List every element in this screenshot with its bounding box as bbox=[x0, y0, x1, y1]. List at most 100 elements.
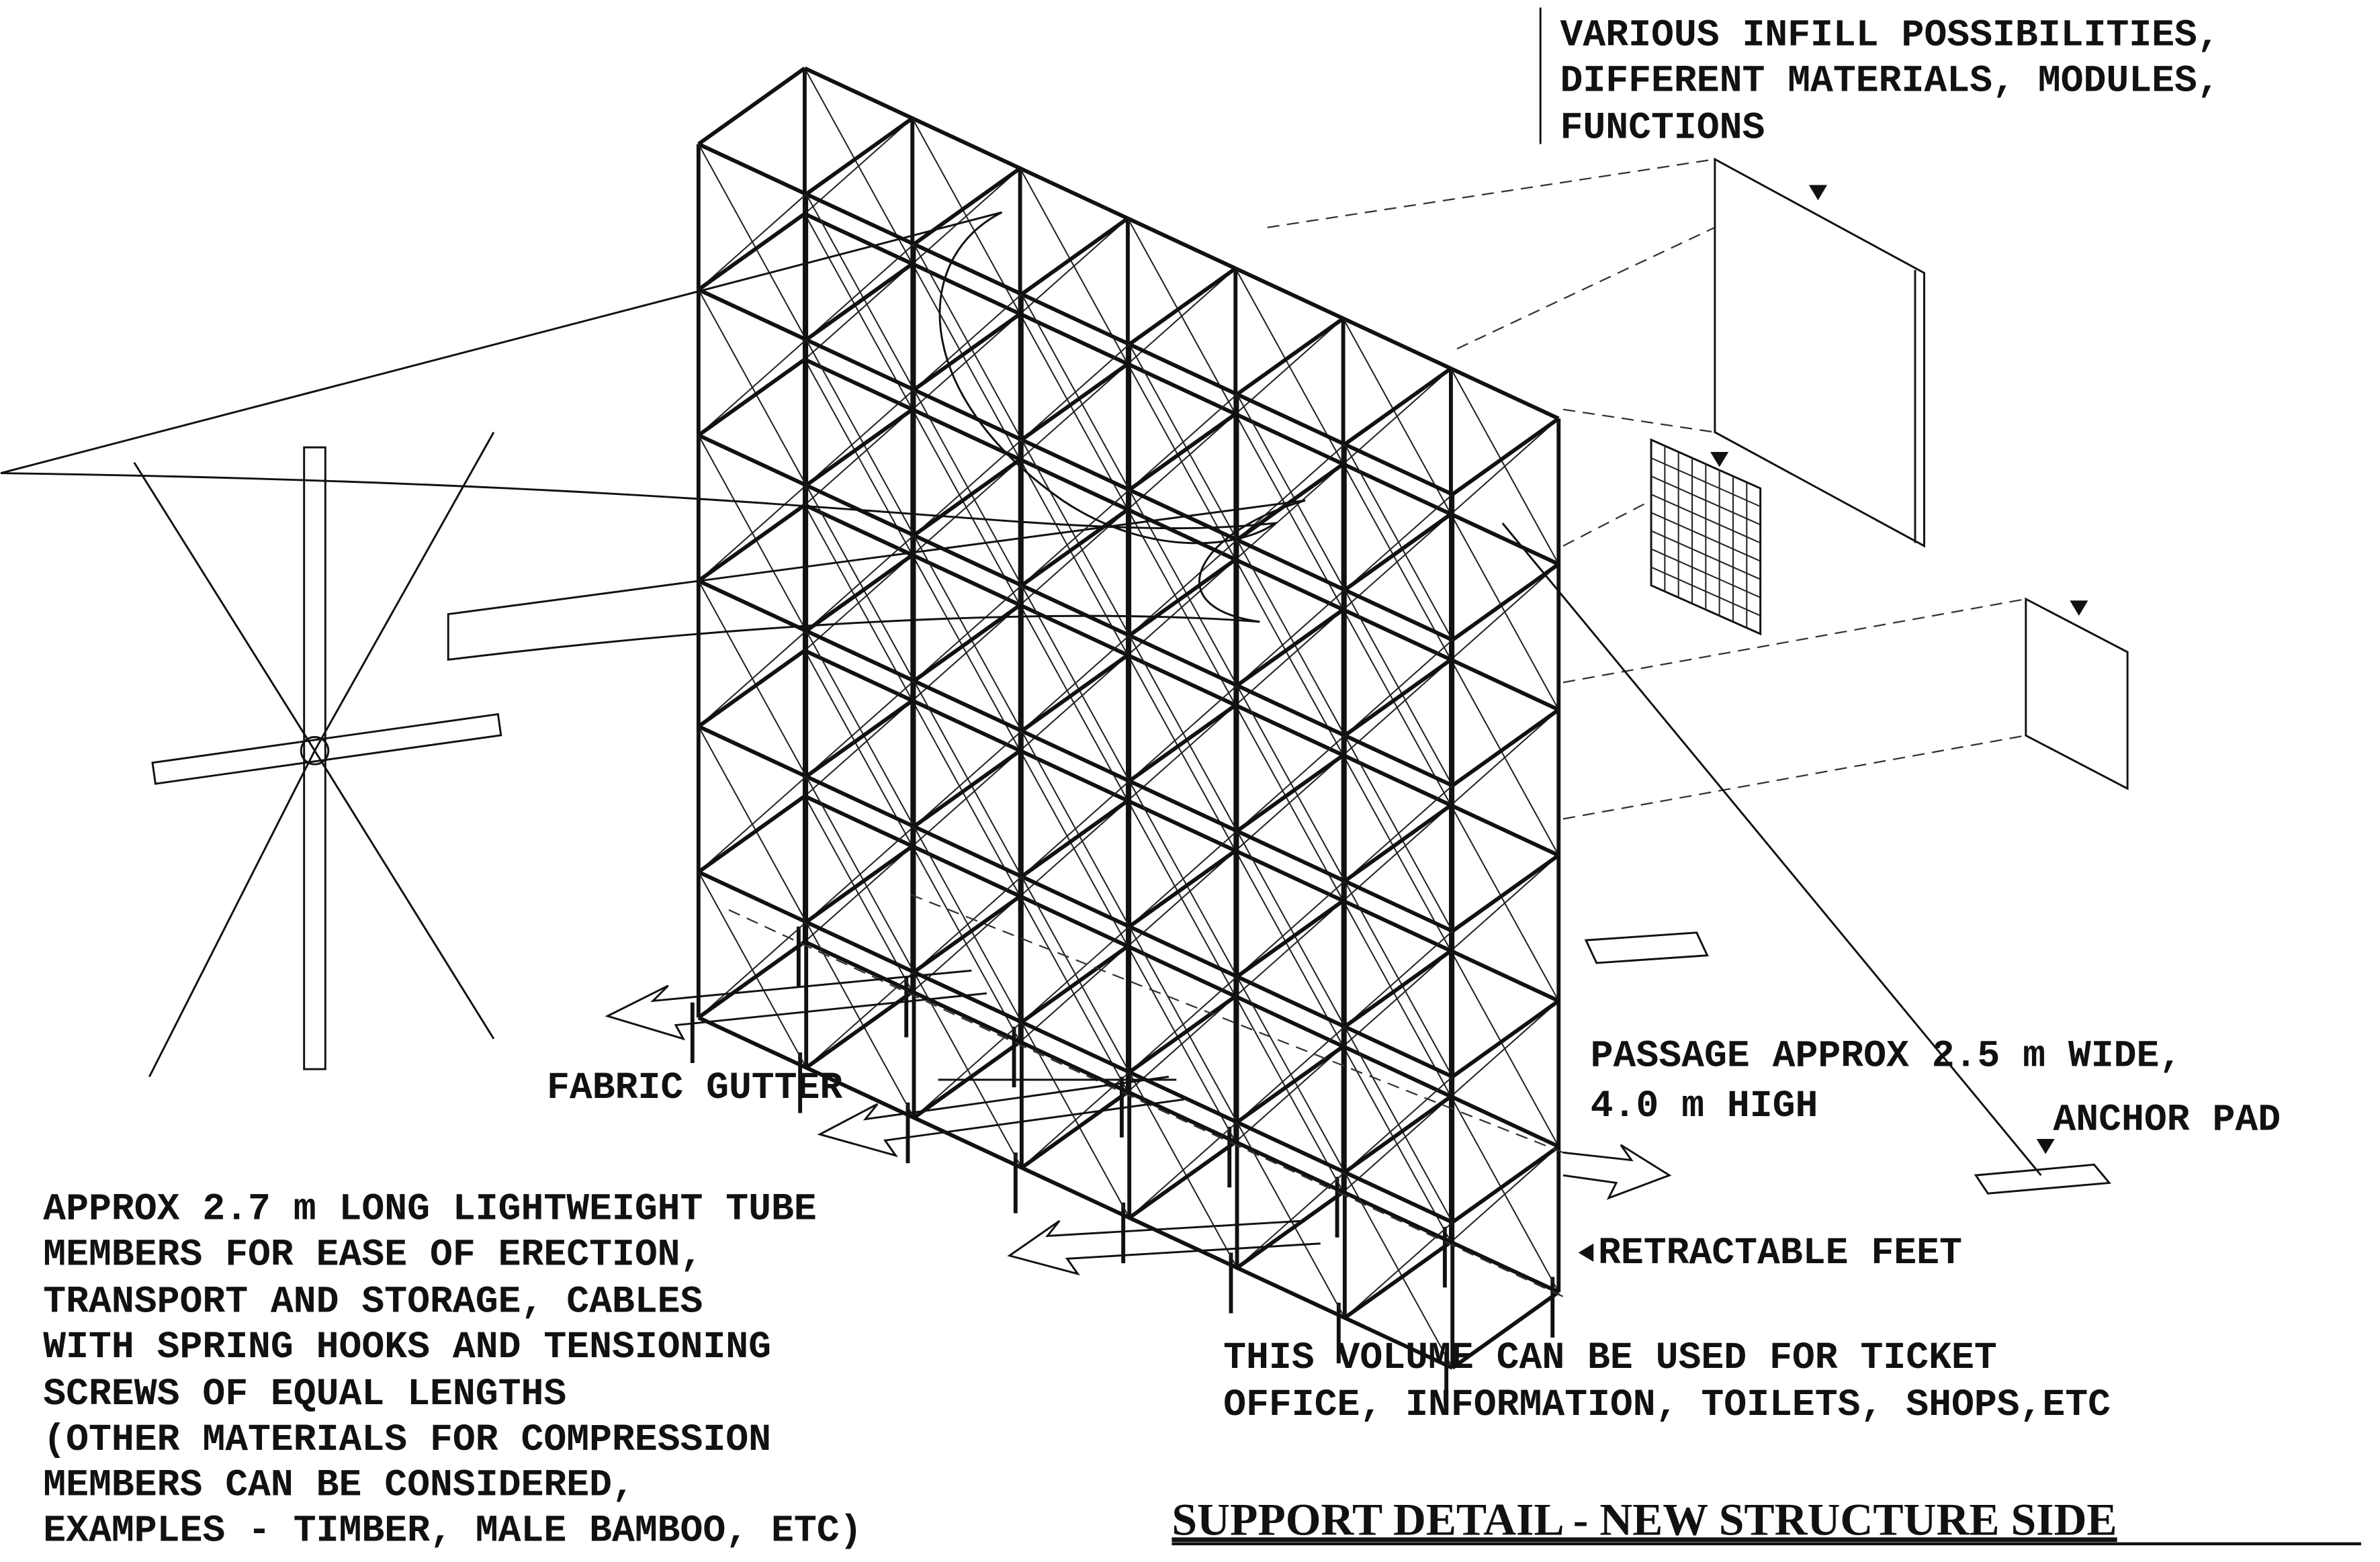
cross-tube bbox=[1128, 703, 1237, 783]
cross-tube bbox=[1235, 608, 1345, 688]
cross-tube bbox=[912, 457, 1022, 537]
cable-brace bbox=[1344, 1222, 1453, 1319]
projection-lines bbox=[728, 158, 2026, 1297]
cable-brace bbox=[1129, 394, 1238, 491]
cable-brace bbox=[912, 459, 1021, 556]
cross-tube bbox=[1235, 753, 1345, 833]
cross-tube bbox=[805, 408, 914, 488]
note-line: (OTHER MATERIALS FOR COMPRESSION bbox=[43, 1418, 771, 1461]
cable-brace bbox=[1235, 754, 1344, 852]
cable-brace bbox=[1021, 780, 1130, 878]
cable-brace bbox=[1450, 1000, 1559, 1097]
cross-tube bbox=[1128, 1140, 1237, 1220]
infill-label-line: VARIOUS INFILL POSSIBILITIES, bbox=[1560, 14, 2220, 57]
cross-tube bbox=[1343, 949, 1452, 1029]
cross-tube bbox=[697, 212, 806, 291]
cable-brace bbox=[1019, 218, 1129, 315]
cable-brace bbox=[698, 776, 807, 873]
cross-tube bbox=[697, 794, 806, 874]
pointer-arrow-mesh bbox=[1710, 451, 1729, 467]
beam-tube bbox=[803, 794, 1560, 1148]
beam-tube bbox=[697, 725, 1454, 1079]
infill-label-line: DIFFERENT MATERIALS, MODULES, bbox=[1560, 59, 2220, 102]
cable-brace bbox=[912, 167, 1021, 265]
note-line: SCREWS OF EQUAL LENGTHS bbox=[43, 1373, 566, 1416]
cable-brace bbox=[1127, 413, 1236, 510]
cable-brace bbox=[1127, 267, 1236, 365]
cable-brace bbox=[1129, 830, 1238, 927]
cable-brace bbox=[1236, 735, 1346, 832]
cable-brace bbox=[1450, 1146, 1559, 1243]
cable-brace bbox=[1344, 494, 1453, 591]
fabric-canopy-upper bbox=[0, 211, 1279, 545]
cable-brace bbox=[1021, 343, 1130, 441]
infill-panel-mesh bbox=[1650, 438, 1762, 636]
cross-tube bbox=[1020, 653, 1129, 733]
cable-brace bbox=[1342, 513, 1452, 610]
cross-tube bbox=[1451, 416, 1560, 496]
cable-brace bbox=[1235, 1046, 1344, 1143]
cross-tube bbox=[1343, 367, 1452, 447]
cross-tube bbox=[912, 894, 1022, 974]
cross-tube bbox=[1128, 557, 1237, 637]
beam-tube bbox=[803, 212, 1560, 566]
cable-brace bbox=[1342, 950, 1452, 1047]
cable-brace bbox=[913, 293, 1022, 391]
cross-tube bbox=[697, 939, 806, 1019]
beam-tube bbox=[697, 287, 1454, 642]
cable-brace bbox=[1344, 930, 1453, 1027]
cable-brace bbox=[1235, 609, 1344, 706]
beam-tube bbox=[803, 939, 1560, 1294]
cable-brace bbox=[912, 313, 1021, 410]
cable-brace bbox=[805, 680, 915, 777]
cable-brace bbox=[913, 876, 1022, 973]
cross-tube bbox=[1235, 899, 1345, 978]
drawing-title: SUPPORT DETAIL - NEW STRUCTURE SIDE bbox=[1172, 1494, 2117, 1545]
cable-brace bbox=[1127, 704, 1236, 802]
infill-panel-solid bbox=[1714, 157, 1925, 548]
volume-label-line: THIS VOLUME CAN BE USED FOR TICKET bbox=[1223, 1336, 1997, 1379]
beam-tube bbox=[697, 1015, 1454, 1370]
cable-brace bbox=[913, 1021, 1022, 1119]
cross-tube bbox=[697, 66, 806, 146]
note-line: MEMBERS CAN BE CONSIDERED, bbox=[43, 1464, 635, 1507]
cable-brace bbox=[804, 845, 913, 943]
cable-brace bbox=[1235, 463, 1344, 561]
cable-brace bbox=[912, 604, 1021, 702]
cable-brace bbox=[805, 971, 915, 1068]
cable-brace bbox=[1019, 654, 1129, 751]
cable-brace bbox=[1021, 635, 1130, 732]
cable-brace bbox=[1127, 559, 1236, 656]
cable-brace bbox=[1236, 1171, 1346, 1269]
cable-brace bbox=[1019, 800, 1129, 897]
cross-tube bbox=[697, 357, 806, 437]
cable-brace bbox=[805, 535, 915, 632]
cross-tube bbox=[1343, 1240, 1452, 1320]
cross-tube bbox=[1128, 412, 1237, 492]
cable-brace bbox=[1129, 684, 1238, 782]
beam-tube bbox=[803, 503, 1560, 858]
cable-brace bbox=[1019, 946, 1129, 1043]
beam-tube bbox=[697, 433, 1454, 788]
cable-brace bbox=[912, 750, 1021, 847]
cable-brace bbox=[1344, 785, 1453, 882]
cable-brace bbox=[804, 263, 913, 360]
cross-tube bbox=[1451, 562, 1560, 642]
cable-brace bbox=[1236, 589, 1346, 686]
cable-brace bbox=[1342, 1095, 1452, 1193]
note-line: APPROX 2.7 m LONG LIGHTWEIGHT TUBE bbox=[43, 1188, 817, 1231]
cable-brace bbox=[913, 439, 1022, 536]
cable-brace bbox=[698, 921, 807, 1019]
cable-brace bbox=[1235, 900, 1344, 997]
cable-brace bbox=[1450, 418, 1559, 515]
cross-tube bbox=[697, 503, 806, 583]
retractable-feet-label: RETRACTABLE FEET bbox=[1598, 1232, 1962, 1275]
tube-members-note: APPROX 2.7 m LONG LIGHTWEIGHT TUBE MEMBE… bbox=[43, 1188, 862, 1553]
cable-brace bbox=[1342, 805, 1452, 902]
passage-label-line: 4.0 m HIGH bbox=[1591, 1085, 1818, 1128]
passage-label-line: PASSAGE APPROX 2.5 m WIDE, bbox=[1591, 1035, 2183, 1078]
pedestrian-flow-arrows bbox=[605, 969, 1672, 1276]
cross-tube bbox=[1343, 803, 1452, 883]
beam-tube bbox=[697, 142, 1454, 496]
